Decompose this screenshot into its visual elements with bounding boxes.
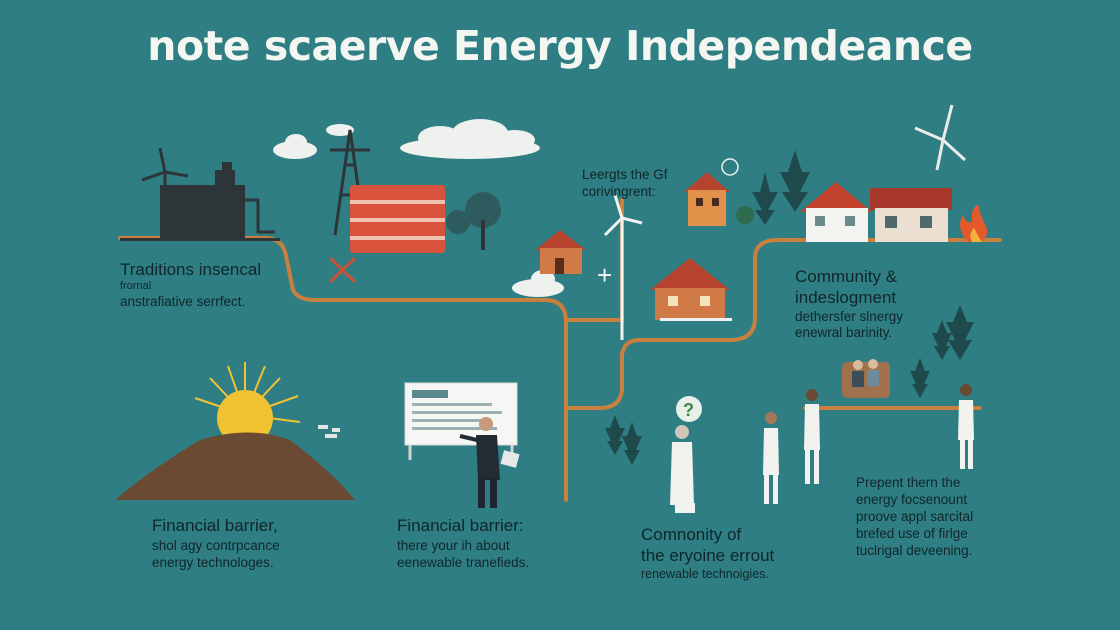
present-label: Prepent thern the energy focsenount proo…	[856, 475, 974, 558]
sun-icon	[194, 362, 301, 446]
hill-icon	[115, 432, 355, 500]
person-figure	[958, 384, 974, 469]
tree-icon	[736, 206, 754, 224]
tree-icon	[446, 192, 501, 250]
house-icon	[800, 182, 872, 242]
clock-icon	[721, 158, 739, 176]
house-icon	[650, 258, 732, 321]
house-icon	[870, 188, 952, 242]
house-icon	[535, 230, 586, 274]
whiteboard-icon	[404, 382, 518, 460]
debris-icon	[318, 425, 340, 438]
traditional-energy-label: Traditions insencal frornal anstrafiativ…	[120, 260, 262, 309]
svg-text:?: ?	[683, 400, 694, 420]
person-figure	[804, 389, 820, 484]
page-title: note scaerve Energy Independeance	[147, 22, 973, 70]
person-figure	[670, 425, 695, 513]
house-icon	[684, 172, 730, 226]
couch-icon	[842, 359, 890, 398]
plus-icon: +	[597, 260, 612, 290]
crossed-tools-icon	[328, 256, 357, 284]
wind-turbine-icon	[914, 104, 967, 171]
factory-icon	[120, 147, 280, 241]
top-center-label: Leergts the Gf corivingrent:	[582, 167, 668, 199]
financial-barrier-left-label: Financial barrier, shol agy contrpcance …	[152, 516, 280, 571]
person-figure	[763, 412, 779, 504]
pine-tree-icon	[605, 150, 974, 465]
financial-barrier-center-label: Financial barrier: there your ih about e…	[397, 516, 530, 571]
presenter-figure	[459, 417, 520, 508]
wind-turbine-icon	[603, 194, 643, 340]
fire-icon	[959, 204, 988, 242]
barrier-icon	[350, 185, 445, 253]
community-development-label: Community & indeslogment dethersfer slne…	[795, 267, 904, 341]
question-icon: ?	[676, 396, 702, 422]
cloud-icon	[273, 119, 564, 297]
community-bottom-label: Comnonity of the eryoine errout renewabl…	[641, 525, 775, 581]
